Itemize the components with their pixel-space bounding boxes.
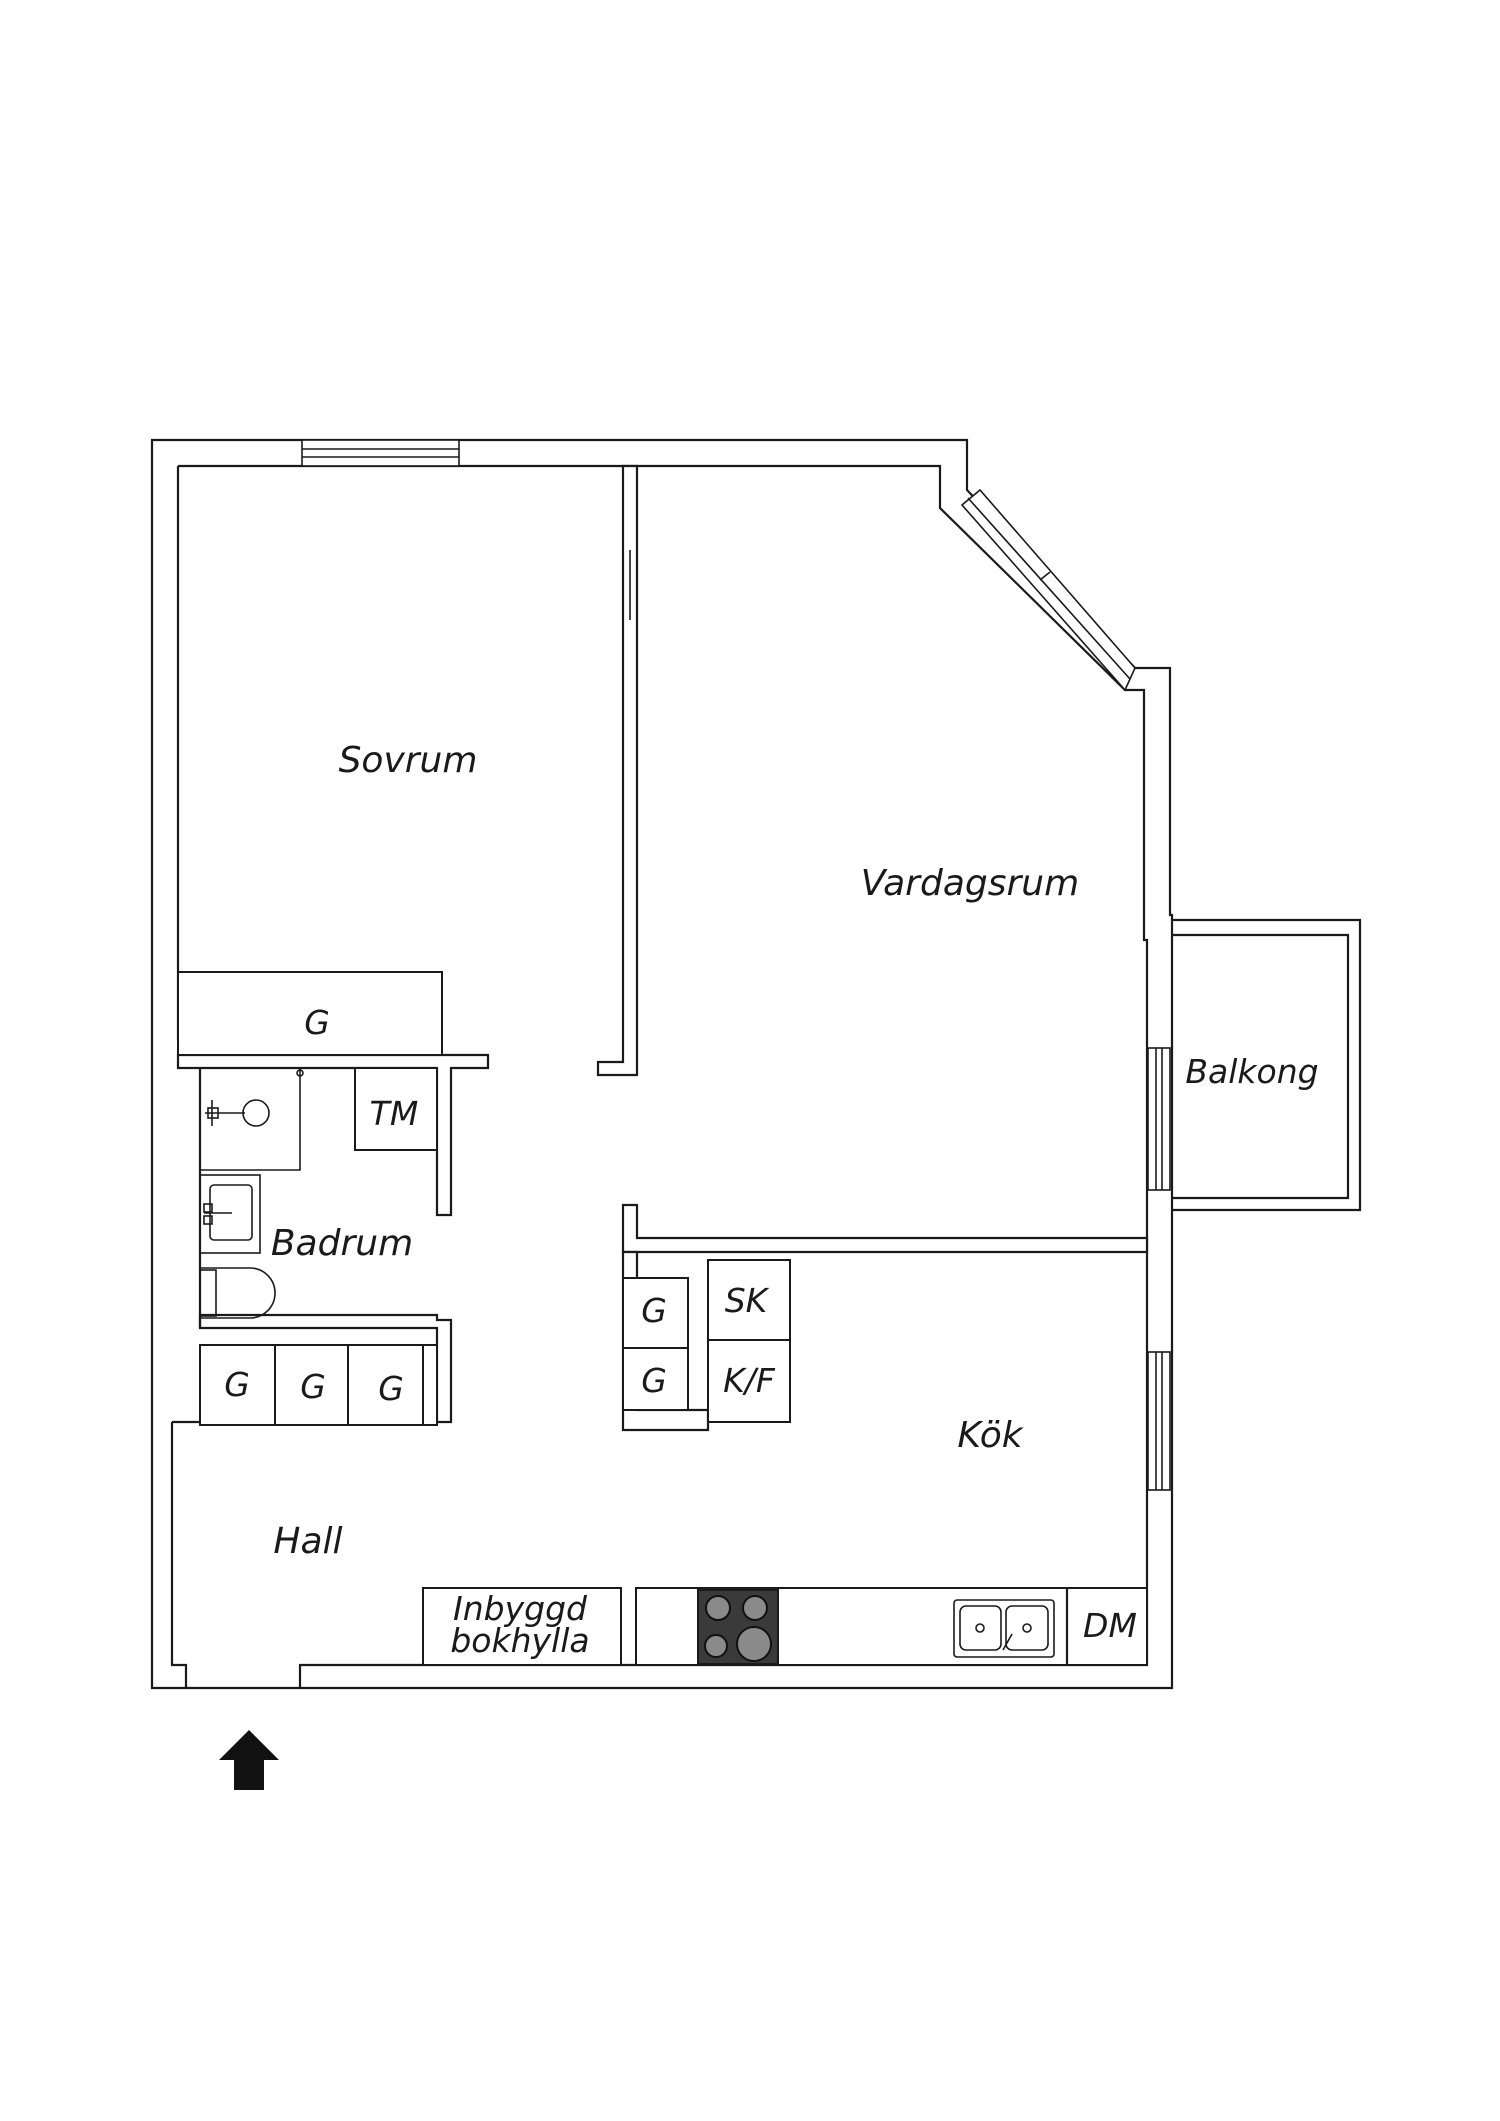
washbasin-icon	[199, 1174, 261, 1254]
fixture-label-bookshelf-line2: bokhylla	[450, 1621, 589, 1660]
kitchen-window	[1147, 1351, 1171, 1491]
shower-icon	[200, 1067, 304, 1171]
balcony-door	[1147, 1047, 1171, 1191]
room-label-bedroom: Sovrum	[339, 740, 478, 781]
fixture-label-kitchen-wardrobe-2: G	[641, 1361, 667, 1400]
fixture-label-bedroom-wardrobe: G	[304, 1003, 330, 1042]
fixture-label-pantry: SK	[725, 1281, 770, 1320]
kitchen-sink-icon	[953, 1599, 1055, 1658]
fixture-label-fridge-freezer: K/F	[723, 1361, 776, 1400]
fixture-label-hall-wardrobe-3: G	[378, 1369, 404, 1408]
fixture-label-washer: TM	[370, 1094, 419, 1133]
fixture-label-hall-wardrobe-1: G	[224, 1365, 250, 1404]
room-label-bath: Badrum	[271, 1223, 413, 1264]
bedroom-window	[301, 439, 460, 467]
fixture-label-bookshelf-line1: Inbyggd	[453, 1589, 588, 1628]
room-label-balcony: Balkong	[1185, 1052, 1318, 1091]
kitchen-wardrobes	[622, 1277, 689, 1411]
fixture-label-kitchen-wardrobe-1: G	[641, 1291, 667, 1330]
fixture-label-dishwasher: DM	[1083, 1606, 1137, 1645]
toilet-icon	[199, 1267, 276, 1319]
balcony	[1172, 918, 1362, 1212]
washer	[354, 1067, 438, 1151]
room-label-living: Vardagsrum	[861, 863, 1079, 904]
bedroom-wardrobe	[177, 971, 443, 1056]
room-label-kitchen: Kök	[957, 1415, 1024, 1456]
room-label-hall: Hall	[273, 1521, 342, 1562]
bookshelf	[422, 1587, 622, 1666]
interior-walls	[172, 464, 1149, 1432]
fixture-label-hall-wardrobe-2: G	[300, 1367, 326, 1406]
entrance-arrow-icon	[219, 1730, 279, 1790]
hall-wardrobes	[199, 1344, 438, 1426]
living-window	[960, 488, 1136, 692]
stove-icon	[697, 1589, 779, 1665]
pantry-fridge	[707, 1259, 791, 1423]
